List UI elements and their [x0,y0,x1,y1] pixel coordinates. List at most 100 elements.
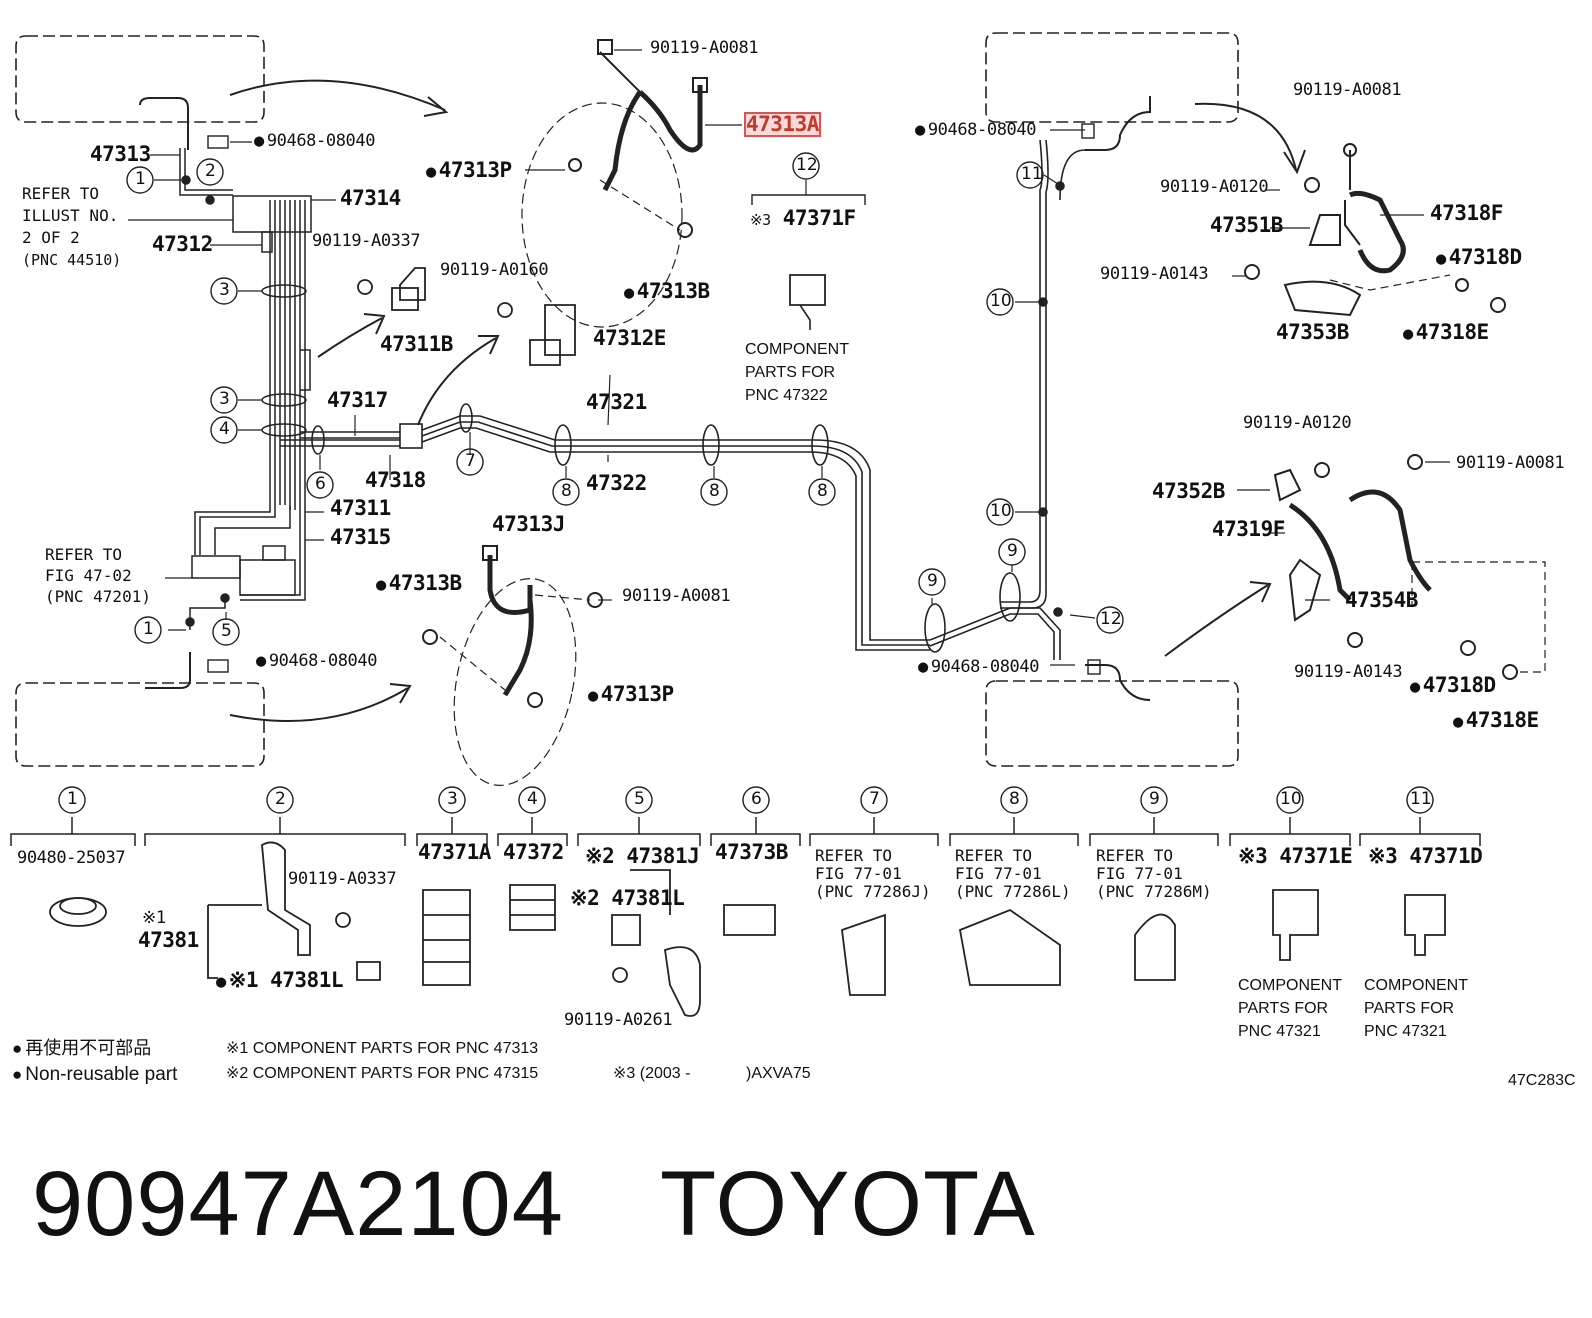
label-47319f[interactable]: 47319F [1212,517,1285,541]
top-hose-assembly [521,39,708,328]
label-90119-a0120-r2[interactable]: 90119-A0120 [1243,413,1352,433]
clip-icons [207,123,1101,675]
refer-77286j-line3: (PNC 77286J) [815,882,931,901]
label-47371d[interactable]: ※3 47371D [1368,844,1483,868]
label-47371a[interactable]: 47371A [418,840,491,864]
label-47313b-mid[interactable]: 47313B [376,573,462,594]
label-47351b[interactable]: 47351B [1210,213,1283,237]
component-47322-line2: PARTS FOR [745,364,836,381]
wheel-box-rear-right [985,680,1239,767]
refer-77286l-line2: FIG 77-01 [955,864,1042,883]
label-47312[interactable]: 47312 [152,232,213,256]
label-47352b[interactable]: 47352B [1152,479,1225,503]
label-90119-a0081-r2[interactable]: 90119-A0081 [1456,453,1565,473]
legend-note3-tail: )AXVA75 [746,1065,811,1082]
label-47371e[interactable]: ※3 47371E [1238,844,1353,868]
callout-b4: 4 [527,789,538,809]
wheel-box-front-left [15,35,265,123]
label-47313p-mid[interactable]: 47313P [588,684,674,705]
refer-77286l-line1: REFER TO [955,846,1033,865]
label-90468-08040-b[interactable]: 90468-08040 [256,653,378,670]
label-47353b[interactable]: 47353B [1276,320,1349,344]
callout-7: 7 [465,451,476,471]
legend-note3: ※3 (2003 - [613,1065,691,1082]
front-right-corner-assembly [1244,143,1506,317]
label-47314[interactable]: 47314 [340,186,401,210]
label-47318d-r2[interactable]: 47318D [1410,675,1496,696]
label-90119-a0337[interactable]: 90119-A0337 [312,231,421,251]
refer-fig-4702-line1: REFER TO [45,545,123,564]
callout-circles [58,152,1434,814]
legend-note1: ※1 COMPONENT PARTS FOR PNC 47313 [226,1040,539,1057]
label-47372[interactable]: 47372 [503,840,564,864]
label-47381[interactable]: 47381 [138,928,199,952]
callout-6: 6 [315,474,326,494]
label-47315[interactable]: 47315 [330,525,391,549]
label-90119-a0120-r1[interactable]: 90119-A0120 [1160,177,1269,197]
note1-mark-b2: ※1 [142,908,166,928]
callout-8b: 8 [709,481,720,501]
label-47321[interactable]: 47321 [586,390,647,414]
label-47381l-b5[interactable]: ※2 47381L [570,886,685,910]
callout-b8: 8 [1009,789,1020,809]
label-47318e-r2[interactable]: 47318E [1453,710,1539,731]
label-47311[interactable]: 47311 [330,496,391,520]
refer-illust-line3: 2 OF 2 [22,228,80,247]
label-47318[interactable]: 47318 [365,468,426,492]
legend-nonreusable-jp: 再使用不可部品 [12,1039,151,1057]
label-90119-a0261[interactable]: 90119-A0261 [564,1010,673,1030]
label-90119-a0081-top[interactable]: 90119-A0081 [650,38,759,58]
label-47381l-b2[interactable]: ※1 47381L [216,970,344,991]
label-47312e[interactable]: 47312E [593,326,666,350]
label-90468-08040-a[interactable]: 90468-08040 [254,133,376,150]
callout-9a: 9 [927,571,938,591]
label-90468-08040-d[interactable]: 90468-08040 [918,659,1040,676]
callout-b5: 5 [634,789,645,809]
label-47313p-top[interactable]: 47313P [426,160,512,181]
callout-10b: 10 [990,501,1012,521]
part-number-title: 90947A2104 [32,1153,564,1255]
label-47318d-r1[interactable]: 47318D [1436,247,1522,268]
label-90468-08040-c[interactable]: 90468-08040 [915,122,1037,139]
label-47311b[interactable]: 47311B [380,332,453,356]
figure-code: 47C283C [1508,1072,1576,1089]
callout-4: 4 [219,419,230,439]
mid-hose-assembly [422,545,603,787]
label-90119-a0081-r1[interactable]: 90119-A0081 [1293,80,1402,100]
label-47313j[interactable]: 47313J [492,512,565,536]
label-47317[interactable]: 47317 [327,388,388,412]
label-47313b-top[interactable]: 47313B [624,281,710,302]
label-90119-a0143-r1[interactable]: 90119-A0143 [1100,264,1209,284]
callout-9b: 9 [1007,541,1018,561]
label-47322[interactable]: 47322 [586,471,647,495]
callout-12a: 12 [1100,609,1122,629]
label-47318e-r1[interactable]: 47318E [1403,322,1489,343]
legend-nonreusable-en: Non-reusable part [12,1065,177,1084]
refer-77286j-line1: REFER TO [815,846,893,865]
label-90119-a0160[interactable]: 90119-A0160 [440,260,549,280]
label-47318f[interactable]: 47318F [1430,201,1503,225]
callout-b6: 6 [751,789,762,809]
label-47313[interactable]: 47313 [90,142,151,166]
label-47373b[interactable]: 47373B [715,840,788,864]
refer-77286l-line3: (PNC 77286L) [955,882,1071,901]
refer-fig-4702-line2: FIG 47-02 [45,566,132,585]
callout-b11: 11 [1410,789,1432,809]
label-90119-a0143-r2[interactable]: 90119-A0143 [1294,662,1403,682]
callout-5: 5 [221,621,232,641]
label-47313a-highlighted[interactable]: 47313A [744,112,821,137]
label-47371f[interactable]: ※3 47371F [750,208,856,229]
callout-2: 2 [205,161,216,181]
label-90480-25037[interactable]: 90480-25037 [17,848,126,868]
bracket-parts [357,267,826,366]
refer-77286j-line2: FIG 77-01 [815,864,902,883]
component-47321-a-line2: PARTS FOR [1238,1000,1329,1017]
label-47381j[interactable]: ※2 47381J [585,844,700,868]
label-90119-a0081-mid[interactable]: 90119-A0081 [622,586,731,606]
bottom-row-brackets [10,817,1481,846]
label-47354b[interactable]: 47354B [1345,588,1418,612]
label-90119-a0337-b2[interactable]: 90119-A0337 [288,869,397,889]
callout-b1: 1 [67,789,78,809]
